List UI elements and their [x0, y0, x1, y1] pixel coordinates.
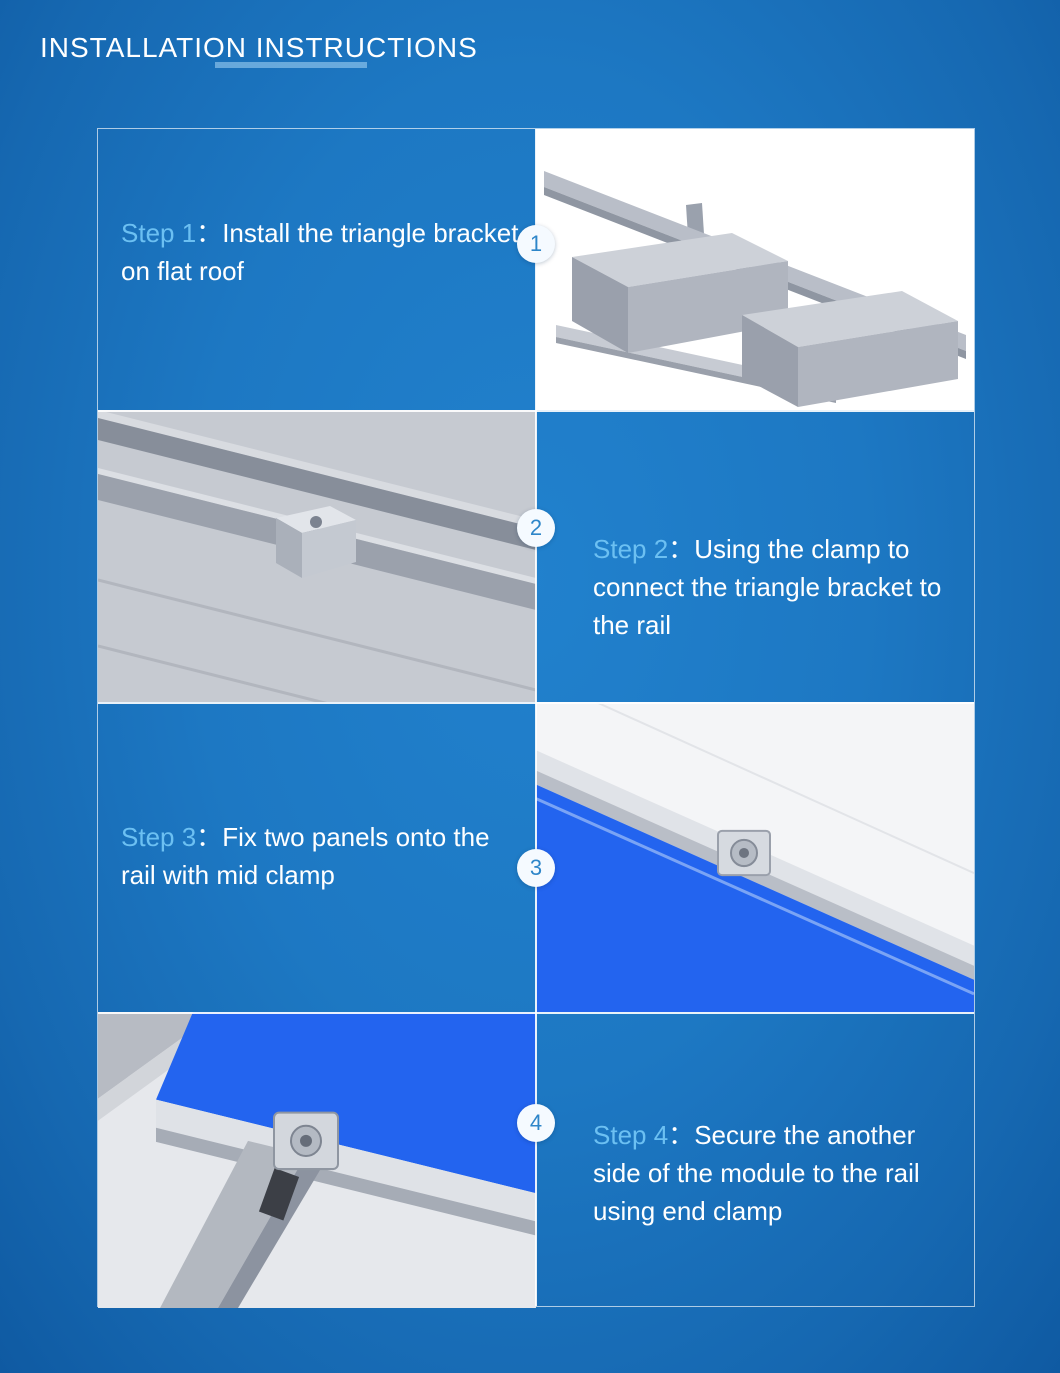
step1-number-badge: 1 — [517, 225, 555, 263]
grid-vertical-divider — [535, 129, 537, 1306]
serrated-pad — [258, 1167, 300, 1221]
step4-text: Step 4：Secure the another side of the mo… — [593, 1117, 968, 1231]
step1-text: Step 1：Install the triangle bracket on f… — [121, 215, 526, 291]
step2-text: Step 2：Using the clamp to connect the tr… — [593, 531, 968, 645]
step2-text-cell: Step 2：Using the clamp to connect the tr… — [536, 410, 974, 702]
ballast-block-left — [572, 233, 788, 287]
steps-grid: Step 1：Install the triangle bracket on f… — [97, 128, 975, 1308]
step4-text-cell: Step 4：Secure the another side of the mo… — [536, 1012, 974, 1308]
solar-panel-blue — [156, 1012, 536, 1194]
step2-description: Using the clamp to connect the triangle … — [593, 534, 942, 640]
step3-colon: ： — [196, 822, 223, 853]
ballast-block-right — [742, 291, 958, 347]
end-clamp-illustration — [98, 1012, 536, 1308]
step2-label: Step 2 — [593, 534, 669, 565]
panel-frame — [156, 1099, 536, 1222]
step1-description: Install the triangle bracket on flat roo… — [121, 217, 519, 286]
step-row-4: Step 4：Secure the another side of the mo… — [98, 1012, 974, 1308]
rail-upper — [98, 418, 536, 550]
step3-text: Step 3：Fix two panels onto the rail with… — [121, 819, 526, 895]
clamp-bolt — [310, 516, 322, 528]
step3-text-cell: Step 3：Fix two panels onto the rail with… — [98, 702, 536, 1012]
roof-edge — [98, 1012, 218, 1099]
step4-description: Secure the another side of the module to… — [593, 1120, 920, 1226]
step4-label: Step 4 — [593, 1120, 669, 1151]
step2-illustration — [98, 410, 536, 702]
step3-description: Fix two panels onto the rail with mid cl… — [121, 822, 490, 890]
step-row-3: Step 3：Fix two panels onto the rail with… — [98, 702, 974, 1012]
step4-illustration — [98, 1012, 536, 1308]
step1-label: Step 1 — [121, 217, 197, 248]
step-row-2: Step 2：Using the clamp to connect the tr… — [98, 410, 974, 702]
step2-number-badge: 2 — [517, 509, 555, 547]
title-underline — [215, 62, 367, 68]
grid-horizontal-divider-1 — [98, 410, 974, 412]
step2-colon: ： — [668, 534, 695, 565]
mid-clamp-illustration — [536, 702, 974, 1012]
step3-number-badge: 3 — [517, 849, 555, 887]
rail-clamp-illustration — [98, 410, 536, 702]
triangle-bracket-illustration — [536, 129, 974, 410]
step4-colon: ： — [668, 1120, 695, 1151]
step1-text-cell: Step 1：Install the triangle bracket on f… — [98, 129, 536, 410]
grid-horizontal-divider-3 — [98, 1012, 974, 1014]
step1-colon: ： — [196, 217, 223, 248]
step3-illustration — [536, 702, 974, 1012]
step4-number-badge: 4 — [517, 1104, 555, 1142]
grid-horizontal-divider-2 — [98, 702, 974, 704]
solar-panel-blue — [536, 784, 974, 1012]
step-row-1: Step 1：Install the triangle bracket on f… — [98, 129, 974, 410]
page-title: INSTALLATION INSTRUCTIONS — [40, 32, 478, 63]
step3-label: Step 3 — [121, 822, 197, 853]
step1-illustration — [536, 129, 974, 410]
